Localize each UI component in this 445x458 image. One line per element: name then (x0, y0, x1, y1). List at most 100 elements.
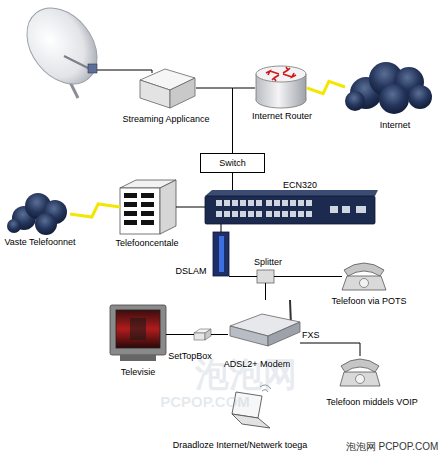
device-node: Internet Router (255, 66, 307, 110)
device-label: Splitter (254, 257, 282, 268)
tv-stand (120, 355, 156, 361)
port (298, 211, 304, 217)
laptop-keyboard (232, 414, 270, 428)
dslam-front (219, 236, 224, 272)
port (356, 206, 366, 213)
device-label: Telefooncentale (115, 238, 178, 249)
router-edge (256, 74, 257, 100)
port (240, 211, 246, 217)
port (224, 200, 230, 206)
port (240, 200, 246, 206)
port (290, 211, 296, 217)
port (298, 200, 304, 206)
ecn320-rack (205, 190, 378, 224)
cloud-puff (408, 85, 432, 109)
wireless-link (70, 204, 120, 217)
device-node: Telefoon middels VOIP (340, 356, 380, 386)
network-link (176, 207, 205, 208)
port (282, 211, 288, 217)
dish-cable (97, 70, 152, 73)
tv-presenter (130, 318, 146, 340)
modem-front (230, 326, 268, 346)
splitter-icon (257, 270, 274, 283)
device-label: DSLAM (175, 266, 206, 277)
panel (141, 211, 154, 216)
network-link (211, 334, 228, 335)
cloud-puff (345, 91, 365, 111)
cabinet-front (120, 188, 160, 234)
device-node: Televisie (110, 305, 166, 361)
device-label: ECN320 (283, 180, 317, 191)
network-link (229, 276, 257, 277)
port (256, 200, 262, 206)
tv-cabinet (110, 305, 166, 355)
stb-front (194, 333, 205, 340)
dslam-body (213, 232, 229, 276)
box-front (140, 80, 170, 108)
phone-base (342, 276, 386, 290)
link-label: FXS (302, 330, 320, 341)
router-top (256, 66, 306, 82)
tv-screen (116, 310, 160, 348)
satellite-dish (13, 0, 112, 98)
switch-box: Switch (200, 153, 265, 173)
voip-phone-icon (340, 359, 380, 386)
watermark: PCPOP.COM (160, 394, 250, 411)
dish-lnb (88, 64, 97, 73)
device-node: Vaste Telefoonnet (4, 193, 70, 235)
box-side (170, 78, 195, 108)
cloud-puff (379, 84, 409, 114)
streaming-appliance-icon (140, 69, 195, 108)
cloud-puff (7, 219, 21, 233)
port (306, 211, 312, 217)
port (266, 211, 272, 217)
phone-dial (360, 279, 369, 288)
device-node: DSLAM (213, 232, 229, 276)
port (224, 211, 230, 217)
watermark: 泡泡网 PCPOP.COM (346, 441, 439, 452)
port (248, 200, 254, 206)
panel (141, 193, 154, 198)
device-label: Internet Router (252, 111, 312, 122)
port (330, 206, 338, 213)
port (216, 211, 222, 217)
device-node: Splitter (257, 270, 274, 283)
device-label: Telefoon via POTS (331, 296, 406, 307)
dslam-icon (213, 232, 229, 276)
device-node: ADSL2+ Modem (228, 300, 300, 346)
telephone-exchange-cabinet (120, 180, 176, 234)
port (216, 200, 222, 206)
router-edge (306, 74, 307, 100)
network-link (265, 283, 266, 300)
device-node: Draadloze Internet/Netwerk toega (230, 386, 272, 430)
port (342, 206, 350, 213)
network-link (300, 343, 360, 356)
pots-phone-icon (342, 263, 386, 290)
device-node: Telefoon via POTS (342, 258, 386, 290)
port (282, 200, 288, 206)
router-icon (256, 66, 306, 108)
device-label: Telefoon middels VOIP (326, 397, 418, 408)
network-link (233, 88, 256, 153)
port (248, 211, 254, 217)
internet-cloud (345, 62, 432, 114)
port (290, 200, 296, 206)
device-node: Internet (345, 62, 432, 112)
device-label: Vaste Telefoonnet (4, 237, 75, 248)
port (306, 200, 312, 206)
settopbox-icon (194, 329, 211, 340)
television-icon (110, 305, 166, 361)
network-link (232, 173, 233, 190)
panel (141, 220, 154, 225)
device-node: SetTopBox (194, 329, 211, 340)
panel (124, 193, 137, 198)
port (232, 200, 238, 206)
wireless-link (307, 81, 345, 93)
network-link (274, 276, 342, 277)
box-label: Switch (219, 158, 246, 169)
device-label: Streaming Applicance (122, 114, 209, 125)
cloud-puff (35, 213, 57, 235)
